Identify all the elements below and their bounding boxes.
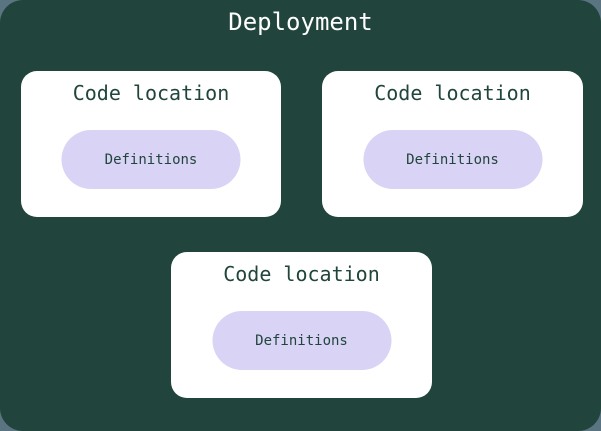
code-location-title: Code location: [374, 81, 531, 105]
deployment-title: Deployment: [228, 8, 373, 36]
code-location-title: Code location: [72, 81, 230, 105]
code-location-card: Code location Definitions: [322, 71, 583, 217]
definitions-pill: Definitions: [363, 130, 542, 189]
code-location-title: Code location: [223, 262, 380, 286]
code-location-card: Code location Definitions: [171, 252, 432, 398]
definitions-label: Definitions: [104, 151, 198, 168]
definitions-pill: Definitions: [212, 311, 391, 370]
code-location-card: Code location Definitions: [21, 71, 281, 217]
definitions-label: Definitions: [255, 332, 348, 349]
definitions-label: Definitions: [406, 151, 499, 168]
definitions-pill: Definitions: [61, 130, 241, 189]
